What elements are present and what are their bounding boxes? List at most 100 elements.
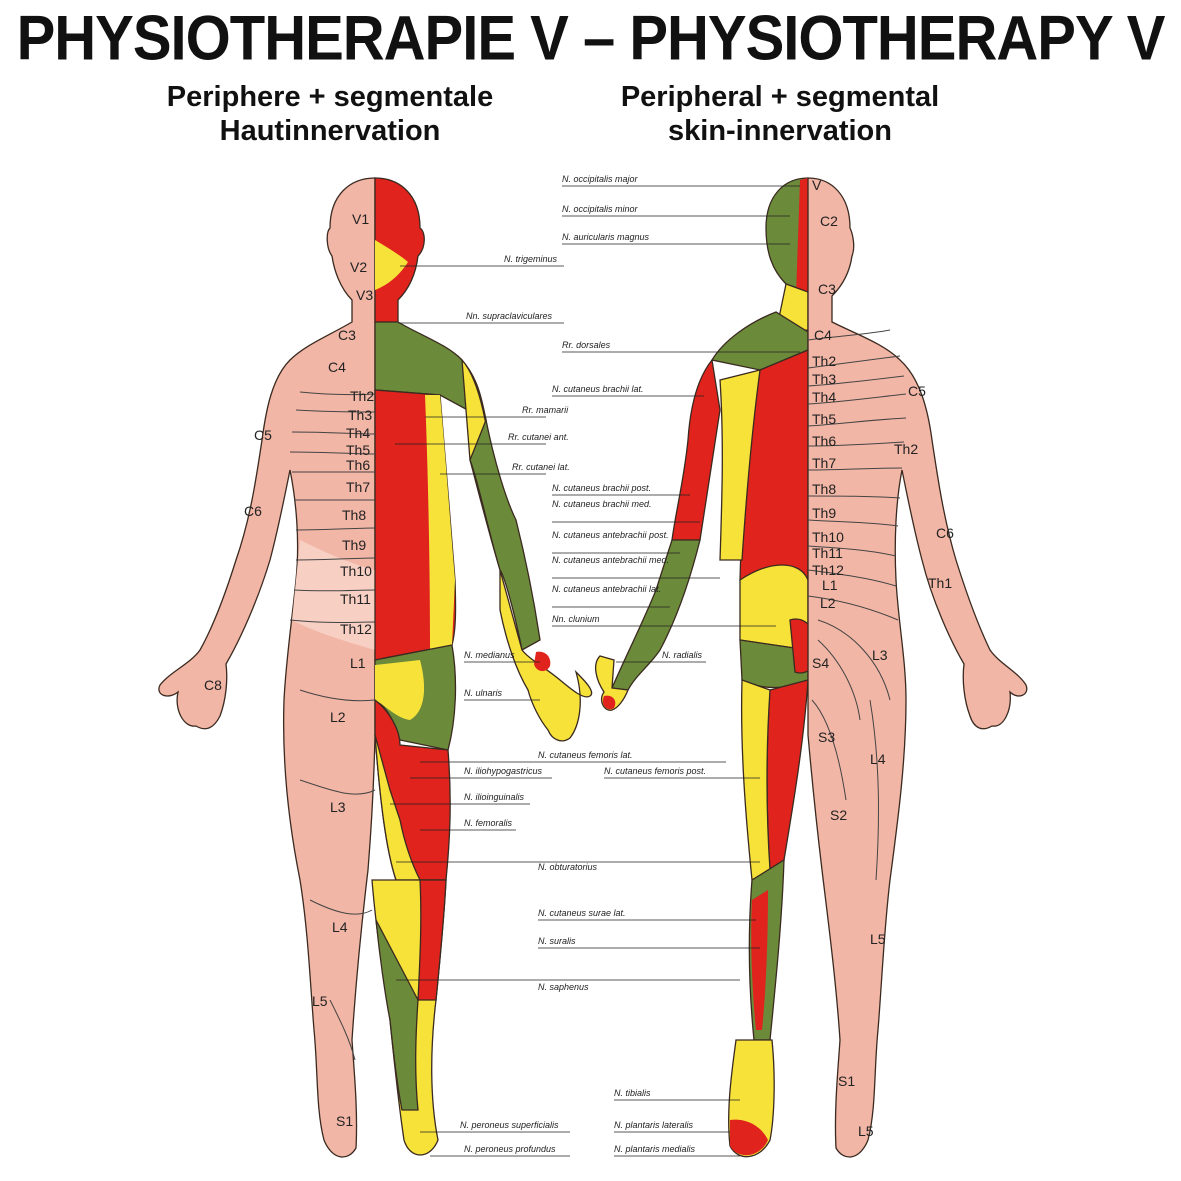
subtitle-english-line-1: Peripheral + segmental	[620, 81, 940, 113]
seg-label-back-C5: C5	[908, 383, 926, 399]
seg-label-C8: C8	[204, 677, 222, 693]
nerve-label-peroneus-superficialis: N. peroneus superficialis	[460, 1120, 559, 1130]
nerve-label-ilioinguinalis: N. ilioinguinalis	[464, 792, 525, 802]
seg-label-Th7: Th7	[346, 479, 370, 495]
seg-label-Th5: Th5	[812, 411, 836, 427]
nerve-label-cutaneus-brachii-post: N. cutaneus brachii post.	[552, 483, 651, 493]
seg-label-V1: V1	[352, 211, 369, 227]
back-skin-half	[807, 177, 1028, 1158]
nerve-label-cutaneus-surae-lat: N. cutaneus surae lat.	[538, 908, 626, 918]
seg-label-Th9: Th9	[342, 537, 366, 553]
nerve-label-cutanei-ant: Rr. cutanei ant.	[508, 432, 569, 442]
subtitle-english: Peripheral + segmental skin-innervation	[595, 80, 965, 148]
seg-label-C6: C6	[244, 503, 262, 519]
seg-label-V3: V3	[356, 287, 373, 303]
nerve-label-cutaneus-antebrachii-post: N. cutaneus antebrachii post.	[552, 530, 669, 540]
seg-label-Th4: Th4	[812, 389, 836, 405]
seg-label-Th8: Th8	[812, 481, 836, 497]
back-forearm-green-zone	[611, 539, 701, 691]
seg-label-Th9: Th9	[812, 505, 836, 521]
seg-label-Th5: Th5	[346, 442, 370, 458]
nerve-label-medianus: N. medianus	[464, 650, 515, 660]
nerve-label-dorsales: Rr. dorsales	[562, 340, 611, 350]
back-hand-red-spot	[602, 695, 616, 710]
seg-label-back-Th1: Th1	[928, 575, 952, 591]
nerve-label-plantaris-lateralis: N. plantaris lateralis	[614, 1120, 694, 1130]
back-figure: V C2 C3 C4 Th2 Th3 Th4 Th5 Th6 Th7 Th8 T…	[594, 177, 1028, 1158]
seg-label-Th2: Th2	[350, 388, 374, 404]
nerve-label-saphenus: N. saphenus	[538, 982, 589, 992]
nerve-label-peroneus-profundus: N. peroneus profundus	[464, 1144, 556, 1154]
seg-label-L4-back: L4	[870, 751, 886, 767]
front-face-yellow-zone	[375, 240, 408, 290]
seg-label-Th4: Th4	[346, 425, 370, 441]
back-foot-red-zone	[730, 1119, 768, 1156]
back-head-red-zone	[796, 178, 808, 296]
nerve-label-tibialis: N. tibialis	[614, 1088, 651, 1098]
seg-label-S3: S3	[818, 729, 835, 745]
subtitle-german: Periphere + segmentale Hautinnervation	[130, 80, 530, 148]
seg-label-L4: L4	[332, 919, 348, 935]
nerve-label-cutaneus-brachii-med: N. cutaneus brachii med.	[552, 499, 652, 509]
seg-label-Th10: Th10	[340, 563, 372, 579]
nerve-label-cutaneus-brachii-lat: N. cutaneus brachii lat.	[552, 384, 644, 394]
back-hand-yellow-zone	[594, 655, 629, 711]
seg-label-V: V	[812, 177, 822, 193]
nerve-label-cutaneus-antebrachii-med: N. cutaneus antebrachii med.	[552, 555, 669, 565]
nerve-label-cutaneus-femoris-lat: N. cutaneus femoris lat.	[538, 750, 633, 760]
seg-label-L5-foot: L5	[858, 1123, 874, 1139]
nerve-labels: N. occipitalis major N. occipitalis mino…	[390, 174, 800, 1157]
seg-label-back-C6: C6	[936, 525, 954, 541]
nerve-label-cutanei-lat: Rr. cutanei lat.	[512, 462, 570, 472]
nerve-label-suralis: N. suralis	[538, 936, 576, 946]
seg-label-C5: C5	[254, 427, 272, 443]
chart-title: PHYSIOTHERAPIE V – PHYSIOTHERAPY V	[16, 3, 1166, 74]
seg-label-L2: L2	[820, 595, 836, 611]
seg-label-V2: V2	[350, 259, 367, 275]
nerve-label-radialis: N. radialis	[662, 650, 703, 660]
seg-label-Th3: Th3	[348, 407, 372, 423]
seg-label-L5-back: L5	[870, 931, 886, 947]
nerve-label-occipitalis-major: N. occipitalis major	[562, 174, 639, 184]
front-hand-red-spot	[534, 651, 551, 672]
back-thigh-red-zone	[766, 679, 809, 872]
seg-label-C3: C3	[818, 281, 836, 297]
back-calf-red-zone	[751, 890, 768, 1030]
seg-label-C4: C4	[814, 327, 832, 343]
nerve-label-ulnaris: N. ulnaris	[464, 688, 503, 698]
nerve-label-plantaris-medialis: N. plantaris medialis	[614, 1144, 696, 1154]
seg-label-Th7: Th7	[812, 455, 836, 471]
seg-label-Th10: Th10	[812, 529, 844, 545]
seg-label-S2: S2	[830, 807, 847, 823]
front-shin-green-zone	[375, 919, 419, 1111]
seg-label-C4: C4	[328, 359, 346, 375]
nerve-label-supraclaviculares: Nn. supraclaviculares	[466, 311, 553, 321]
seg-label-L1: L1	[822, 577, 838, 593]
front-forearm-yellow-zone	[499, 569, 593, 742]
front-head-red-zone	[374, 177, 425, 323]
seg-label-L1: L1	[350, 655, 366, 671]
seg-label-L3: L3	[330, 799, 346, 815]
nerve-label-occipitalis-minor: N. occipitalis minor	[562, 204, 639, 214]
nerve-label-trigeminus: N. trigeminus	[504, 254, 558, 264]
seg-label-Th2: Th2	[812, 353, 836, 369]
seg-label-Th12: Th12	[340, 621, 372, 637]
back-arm-red-zone	[671, 358, 721, 541]
nerve-label-femoralis: N. femoralis	[464, 818, 513, 828]
seg-label-Th11: Th11	[812, 545, 843, 561]
back-arm-yellow-zone	[719, 369, 761, 561]
seg-label-L2: L2	[330, 709, 346, 725]
subtitle-english-line-2: skin-innervation	[668, 115, 892, 147]
front-trunk-yellow-strip	[425, 395, 455, 650]
subtitle-german-line-2: Hautinnervation	[219, 115, 441, 147]
seg-label-Th6: Th6	[812, 433, 836, 449]
seg-label-Th6: Th6	[346, 457, 370, 473]
subtitle-german-line-1: Periphere + segmentale	[166, 81, 494, 113]
seg-label-back-Th2-arm: Th2	[894, 441, 918, 457]
nerve-label-iliohypogastricus: N. iliohypogastricus	[464, 766, 543, 776]
nerve-label-auricularis-magnus: N. auricularis magnus	[562, 232, 650, 242]
front-skin-half	[158, 177, 376, 1158]
seg-label-C2: C2	[820, 213, 838, 229]
seg-label-Th3: Th3	[812, 371, 836, 387]
